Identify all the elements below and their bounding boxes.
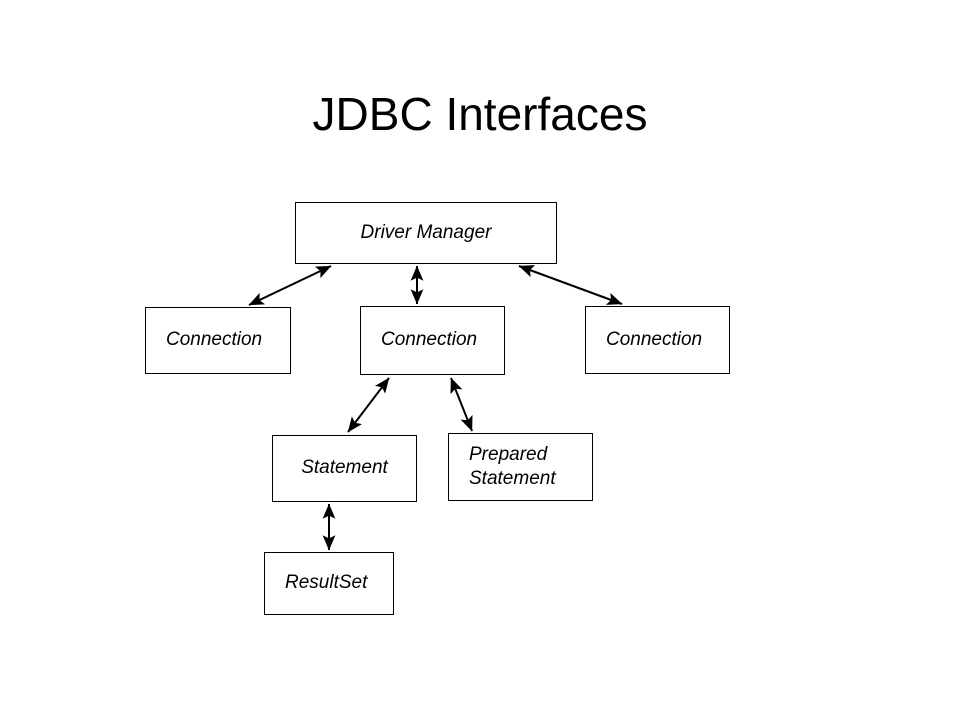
node-label-prepared-statement: Prepared Statement [469,443,556,489]
node-prepared-statement[interactable]: Prepared Statement [448,433,593,501]
node-statement[interactable]: Statement [272,435,417,502]
node-driver-manager[interactable]: Driver Manager [295,202,557,264]
page-title: JDBC Interfaces [312,87,648,140]
node-label-statement: Statement [301,457,388,479]
edge-connection-prepared [450,377,473,432]
node-connection-middle[interactable]: Connection [360,306,505,375]
node-label-connection-left: Connection [166,329,263,351]
node-connection-right[interactable]: Connection [585,306,730,374]
node-result-set[interactable]: ResultSet [264,552,394,615]
edge-dm-connection-left [248,265,332,306]
node-label-connection-middle: Connection [381,329,478,351]
edge-connection-statement [347,377,390,433]
node-label-connection-right: Connection [606,328,703,350]
node-connection-left[interactable]: Connection [145,307,291,374]
node-label-driver-manager: Driver Manager [360,221,492,243]
edge-dm-connection-right [518,265,623,305]
node-label-result-set: ResultSet [285,572,368,594]
